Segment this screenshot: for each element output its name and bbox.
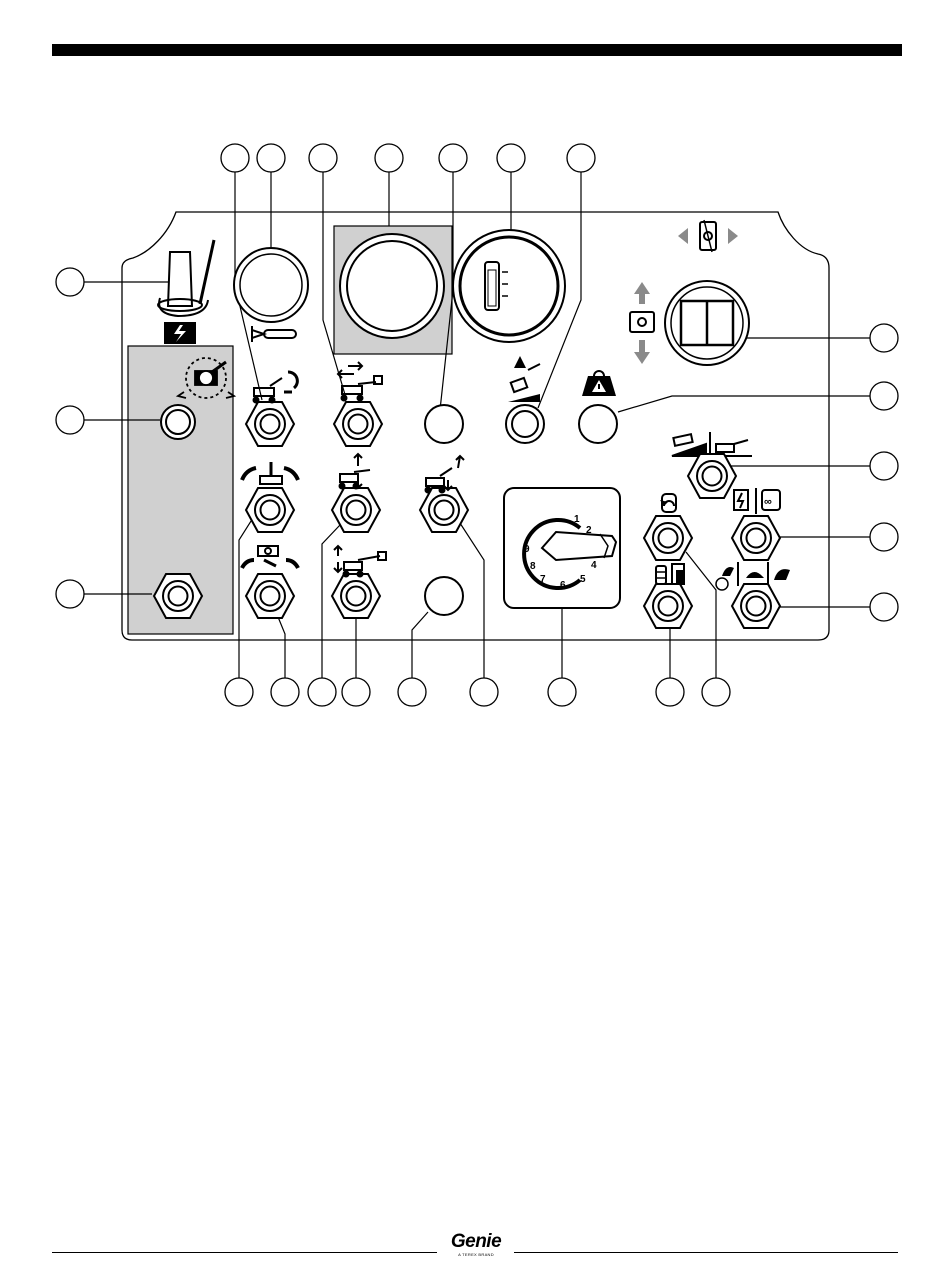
glow-plug-icon: ∞: [734, 488, 780, 514]
horn-button[interactable]: [234, 248, 308, 322]
ground-toggle-top[interactable]: [161, 405, 195, 439]
fuel-gauge: [453, 230, 565, 342]
genie-logo: Genie A TEREX BRAND: [438, 1232, 514, 1257]
dial-number-8: 8: [530, 561, 536, 572]
drive-joystick-square[interactable]: [665, 281, 749, 365]
tilt-alarm-light: [506, 405, 544, 443]
battery-icon: [164, 322, 196, 344]
dial-number-2: 2: [586, 525, 592, 536]
dial-number-5: 5: [580, 574, 586, 585]
svg-text:∞: ∞: [764, 496, 772, 508]
dial-number-4: 4: [591, 560, 597, 571]
dial-number-9: 9: [524, 544, 530, 555]
footer-rule-left: [52, 1252, 437, 1253]
footer-rule-right: [514, 1252, 898, 1253]
brand-name: Genie: [438, 1232, 514, 1252]
overload-alarm-light: [579, 405, 617, 443]
dial-number-6: 6: [560, 580, 566, 591]
indicator-button[interactable]: [425, 405, 463, 443]
dial-number-1: 1: [574, 514, 580, 525]
spare-indicator: [425, 577, 463, 615]
emergency-stop-button[interactable]: [340, 234, 444, 338]
brand-tagline: A TEREX BRAND: [438, 1252, 514, 1257]
dial-number-7: 7: [540, 574, 546, 585]
